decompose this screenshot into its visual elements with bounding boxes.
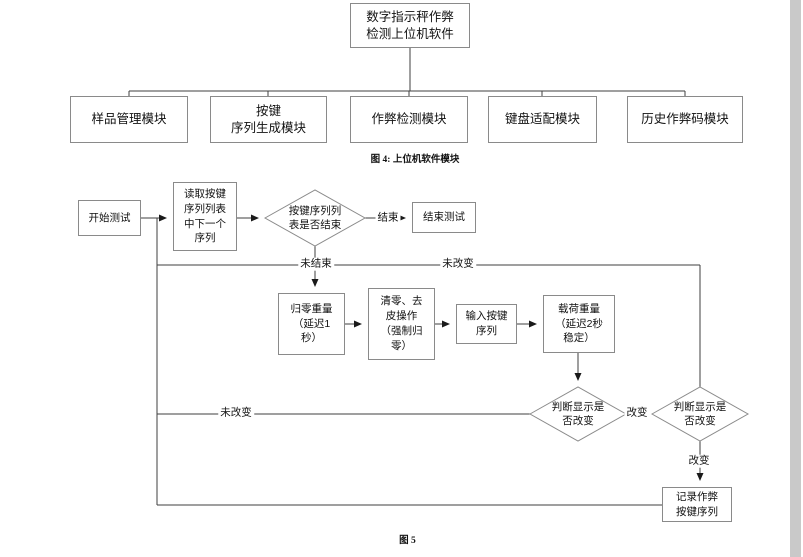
fig4-caption: 图 4: 上位机软件模块 [370, 155, 460, 165]
fig4-module-key-sequence-generation: 按键 序列生成模块 [210, 96, 327, 143]
diamond-sequence-list-finished [263, 189, 367, 247]
fig5-label-not-changed-left: 未改变 [218, 406, 254, 420]
fig5-load-weight-box: 载荷重量 （延迟2秒 稳定） [543, 295, 615, 353]
diamond-display-changed-2 [650, 386, 750, 442]
fig5-start-test-box: 开始测试 [78, 200, 141, 236]
fig5-end-test-box: 结束测试 [412, 202, 476, 233]
fig4-module-history-cheat-code: 历史作弊码模块 [627, 96, 743, 143]
diamond-display-changed-1 [528, 386, 628, 442]
fig4-module-keyboard-adaptation: 键盘适配模块 [488, 96, 597, 143]
fig4-tree-lines [128, 48, 686, 96]
page-edge-strip [790, 0, 801, 557]
fig5-label-not-ended: 未结束 [298, 257, 334, 271]
fig5-read-next-sequence-box: 读取按键 序列列表 中下一个 序列 [173, 182, 237, 251]
fig5-label-ended: 结束 [375, 211, 401, 225]
fig5-label-changed-mid: 改变 [624, 406, 650, 420]
fig5-return-lines [156, 218, 701, 506]
fig5-caption: 图 5 [399, 536, 416, 546]
fig4-root-box: 数字指示秤作弊 检测上位机软件 [350, 3, 470, 48]
fig5-label-not-changed-top: 未改变 [440, 257, 476, 271]
fig5-record-cheat-sequence-box: 记录作弊 按键序列 [662, 487, 732, 522]
fig4-module-cheat-detection: 作弊检测模块 [350, 96, 468, 143]
fig5-zero-weight-box: 归零重量 （延迟1 秒） [278, 293, 345, 355]
fig5-clear-tare-box: 清零、去 皮操作 （强制归 零） [368, 288, 435, 360]
fig4-module-sample-management: 样品管理模块 [70, 96, 188, 143]
fig5-label-changed-bottom: 改变 [686, 454, 712, 468]
fig5-input-key-sequence-box: 输入按键 序列 [456, 304, 517, 344]
